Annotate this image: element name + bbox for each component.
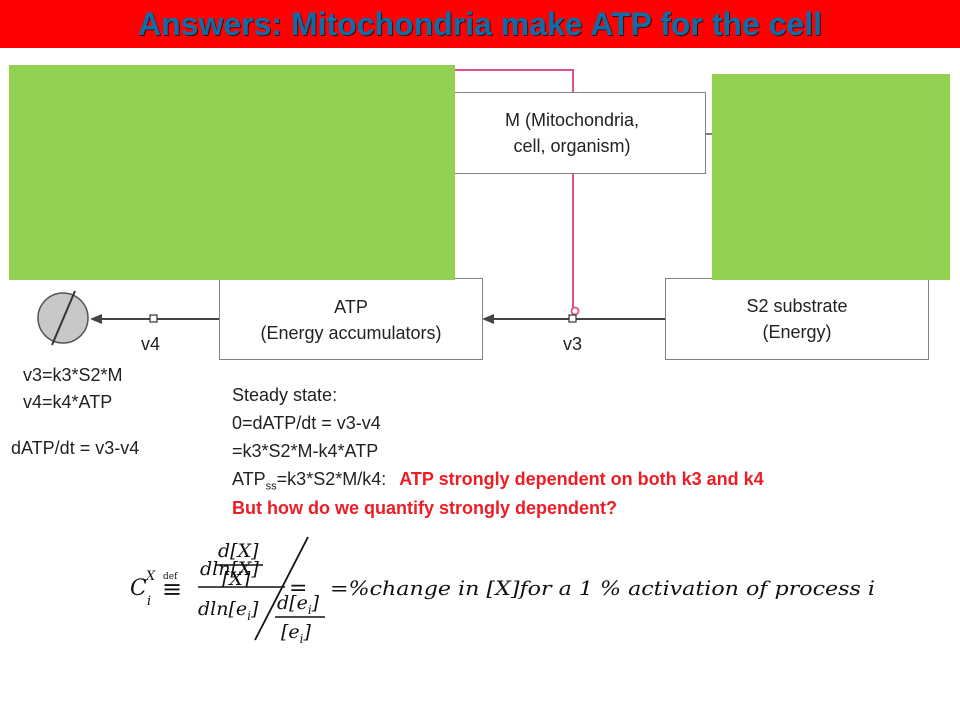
v3-arrowhead	[482, 314, 494, 324]
s2-substrate-box: S2 substrate (Energy)	[665, 278, 929, 360]
mitochondria-box: M (Mitochondria, cell, organism)	[438, 92, 706, 174]
eq-c: C	[130, 576, 147, 601]
eq-sup-x: X	[145, 569, 156, 584]
quantify-question: But how do we quantify strongly dependen…	[232, 498, 617, 518]
dependence-note: ATP strongly dependent on both k3 and k4	[399, 469, 764, 489]
eq-dlnx: dln[X]	[200, 558, 259, 580]
slide-title: Answers: Mitochondria make ATP for the c…	[138, 6, 822, 42]
eq-equiv: ≡	[162, 575, 182, 603]
eq-sub-i: i	[147, 594, 151, 609]
modifier-wire-end	[570, 306, 580, 316]
steady-state-line-1: Steady state:	[232, 385, 338, 405]
eq-big-slash	[254, 536, 309, 641]
sink-slash	[51, 290, 76, 346]
v4-arrowhead	[90, 314, 102, 324]
v4-node	[149, 314, 158, 323]
atp-ss-main: ATP	[232, 469, 266, 489]
eq-def: def	[163, 572, 178, 582]
green-panel-right	[712, 74, 950, 280]
atp-line-2: (Energy accumulators)	[260, 323, 442, 343]
atp-ss-formula: =k3*S2*M/k4:	[276, 469, 387, 489]
atp-ss-subscript: ss	[265, 480, 277, 493]
s2-line-1: S2 substrate	[746, 296, 848, 316]
eq-dlnei: dln[ei]	[198, 598, 259, 623]
eq-x: [X]	[222, 568, 251, 590]
control-coefficient-equation: C X i def ≡ dln[X] dln[ei] = d[X] [X] d[…	[130, 536, 875, 646]
atp-box: ATP (Energy accumulators)	[219, 278, 483, 360]
green-panel-left	[9, 65, 455, 280]
mitochondria-line-1: M (Mitochondria,	[504, 110, 640, 130]
atp-line-1: ATP	[334, 297, 368, 317]
v3-node	[568, 314, 577, 323]
s2-line-2: (Energy)	[762, 322, 832, 342]
eq-dx: d[X]	[218, 540, 259, 562]
v4-label: v4	[141, 334, 161, 354]
eq-dei: d[ei]	[277, 592, 320, 617]
datp-equation: dATP/dt = v3-v4	[11, 438, 140, 458]
rate-law-v4: v4=k4*ATP	[23, 392, 113, 412]
eq-rhs: =%change in [X]for a 1 % activation of p…	[330, 576, 875, 600]
rate-law-v3: v3=k3*S2*M	[23, 365, 123, 385]
steady-state-line-2: 0=dATP/dt = v3-v4	[232, 413, 381, 433]
eq-ei: [ei]	[281, 621, 312, 646]
modifier-wire	[440, 69, 574, 310]
title-bar	[0, 0, 960, 48]
eq-equals: =	[289, 576, 307, 601]
steady-state-line-3: =k3*S2*M-k4*ATP	[232, 441, 379, 461]
steady-state-line-4: ATPss=k3*S2*M/k4: ATP strongly dependent…	[232, 469, 764, 493]
mitochondria-line-2: cell, organism)	[513, 136, 631, 156]
v3-label: v3	[563, 334, 583, 354]
